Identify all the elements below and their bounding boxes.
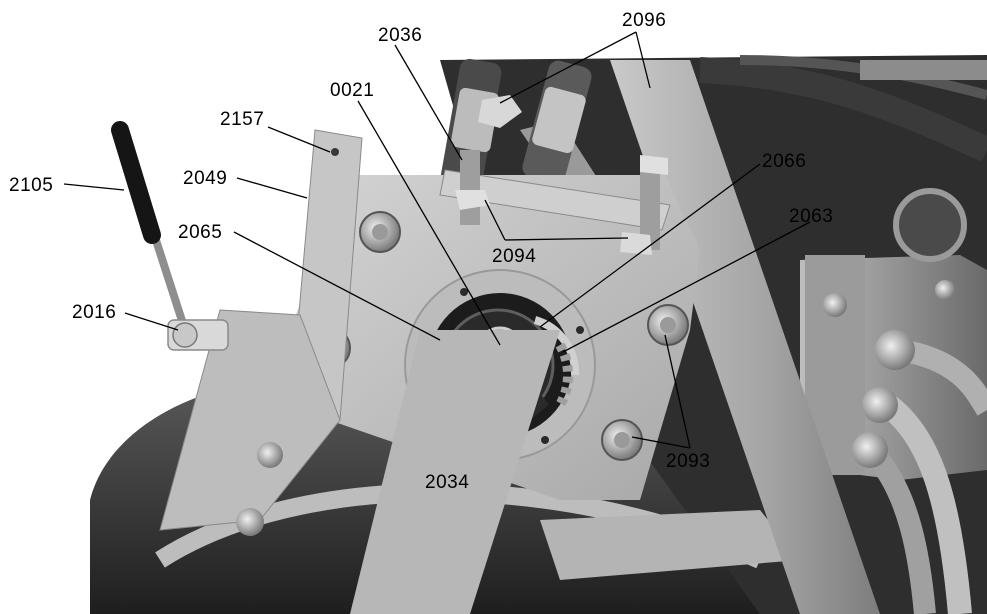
frame-leg-left xyxy=(159,309,341,531)
callout-2065: 2065 xyxy=(178,222,222,243)
leader-2065 xyxy=(233,231,441,341)
leader-2096-a xyxy=(499,31,637,104)
nut-top-right xyxy=(640,155,668,175)
callout-2157: 2157 xyxy=(220,109,264,130)
callout-2066: 2066 xyxy=(762,151,806,172)
lower-crossbar xyxy=(540,510,800,580)
flange-hole-1 xyxy=(460,288,468,296)
hose-fitting-3 xyxy=(852,432,888,468)
leader-2094-a xyxy=(484,199,506,241)
frame-rail-top xyxy=(860,60,987,80)
callout-2105: 2105 xyxy=(9,175,53,196)
leader-0021 xyxy=(357,100,501,346)
stud-right xyxy=(640,160,660,250)
callout-2049: 2049 xyxy=(183,168,227,189)
leader-2105 xyxy=(63,183,125,191)
frame-leg-diagonal xyxy=(610,60,880,614)
clamp-bar-2036 xyxy=(439,169,671,231)
callout-2036: 2036 xyxy=(378,25,422,46)
callout-2063: 2063 xyxy=(789,206,833,227)
callout-2016: 2016 xyxy=(72,302,116,323)
frame-leg-center xyxy=(350,330,560,614)
stud-left xyxy=(460,150,480,225)
leader-2157 xyxy=(267,126,331,153)
photo-area xyxy=(90,55,987,614)
bracket-hole-2157 xyxy=(331,148,339,156)
leader-2063 xyxy=(562,221,811,353)
callout-2096: 2096 xyxy=(622,10,666,31)
hose-fitting-1 xyxy=(875,330,915,370)
hose-fitting-2 xyxy=(862,387,898,423)
flange-hole-4 xyxy=(541,436,549,444)
ball-valve-2016 xyxy=(167,319,229,351)
coupling-2063 xyxy=(555,342,574,408)
bottom-bolt-1 xyxy=(257,442,283,468)
callout-2093: 2093 xyxy=(666,451,710,472)
leader-2093-a xyxy=(664,334,691,449)
leader-lines xyxy=(63,31,811,449)
leader-2094-b xyxy=(504,237,629,241)
coupling-2066 xyxy=(533,316,580,376)
leader-2016 xyxy=(124,312,179,331)
hose-lower-1 xyxy=(897,339,987,416)
pump-shaft-gear xyxy=(893,188,967,262)
pump-bolt-1 xyxy=(823,293,847,317)
leader-2049 xyxy=(236,177,308,199)
leader-2096-b xyxy=(635,31,651,89)
hex-fitting-top xyxy=(478,95,522,128)
callout-2094: 2094 xyxy=(492,246,536,267)
hose-ferrule-right xyxy=(532,86,586,154)
flange-hole-2 xyxy=(576,326,584,334)
hose-lower-3 xyxy=(861,442,936,614)
valve-handle-2105 xyxy=(111,121,189,334)
leader-2093-b xyxy=(631,436,691,449)
pump-bolt-2 xyxy=(935,280,955,300)
callout-0021: 0021 xyxy=(330,80,374,101)
hydraulic-hose-top xyxy=(699,57,987,162)
hose-lower-2 xyxy=(873,389,972,614)
nut-right xyxy=(620,232,652,255)
nut-left xyxy=(455,190,490,210)
callout-labels: 2096 2036 0021 2157 2105 2049 2066 2063 … xyxy=(9,10,833,493)
leader-2036 xyxy=(394,44,463,161)
bottom-bolt-2 xyxy=(236,508,264,536)
callout-2034: 2034 xyxy=(425,472,469,493)
leader-2066 xyxy=(539,163,761,328)
